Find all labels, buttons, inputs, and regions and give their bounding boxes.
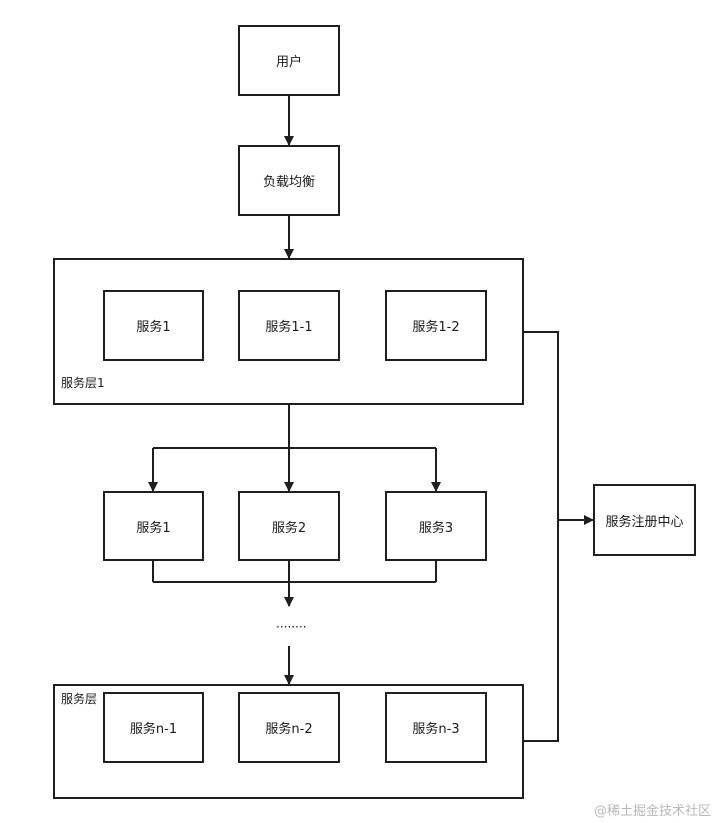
layer1-service-1-label: 服务1	[136, 320, 171, 335]
layer1-service-1: 服务1	[103, 290, 204, 361]
watermark: @稀土掘金技术社区	[593, 804, 711, 819]
user-node: 用户	[238, 25, 340, 96]
mid-service-1-label: 服务1	[136, 520, 171, 536]
mid-service-2: 服务2	[238, 491, 340, 561]
layer1-service-2-label: 服务1-1	[265, 320, 313, 335]
load-balancer-node: 负载均衡	[238, 145, 340, 216]
mid-service-1: 服务1	[103, 491, 204, 561]
line-layer1-to-bus	[524, 331, 559, 742]
layer1-service-2: 服务1-1	[238, 290, 340, 361]
layer1-title: 服务层1	[61, 376, 105, 390]
mid-service-3-label: 服务3	[418, 520, 454, 536]
layern-service-2-label: 服务n-2	[265, 722, 313, 737]
mid-service-3: 服务3	[385, 491, 487, 561]
layern-service-2: 服务n-2	[238, 692, 340, 763]
service-registry-label: 服务注册中心	[605, 514, 684, 530]
layern-service-3-label: 服务n-3	[412, 722, 460, 737]
service-registry-node: 服务注册中心	[593, 484, 696, 556]
user-label: 用户	[275, 55, 302, 70]
layer1-service-3: 服务1-2	[385, 290, 487, 361]
ellipsis-text: ········	[276, 620, 307, 634]
layer1-service-3-label: 服务1-2	[412, 320, 460, 335]
layern-service-1-label: 服务n-1	[129, 722, 178, 737]
layern-service-1: 服务n-1	[103, 692, 204, 763]
load-balancer-label: 负载均衡	[262, 175, 315, 190]
mid-service-2-label: 服务2	[271, 520, 307, 536]
layern-title: 服务层	[61, 692, 98, 706]
layern-service-3: 服务n-3	[385, 692, 487, 763]
